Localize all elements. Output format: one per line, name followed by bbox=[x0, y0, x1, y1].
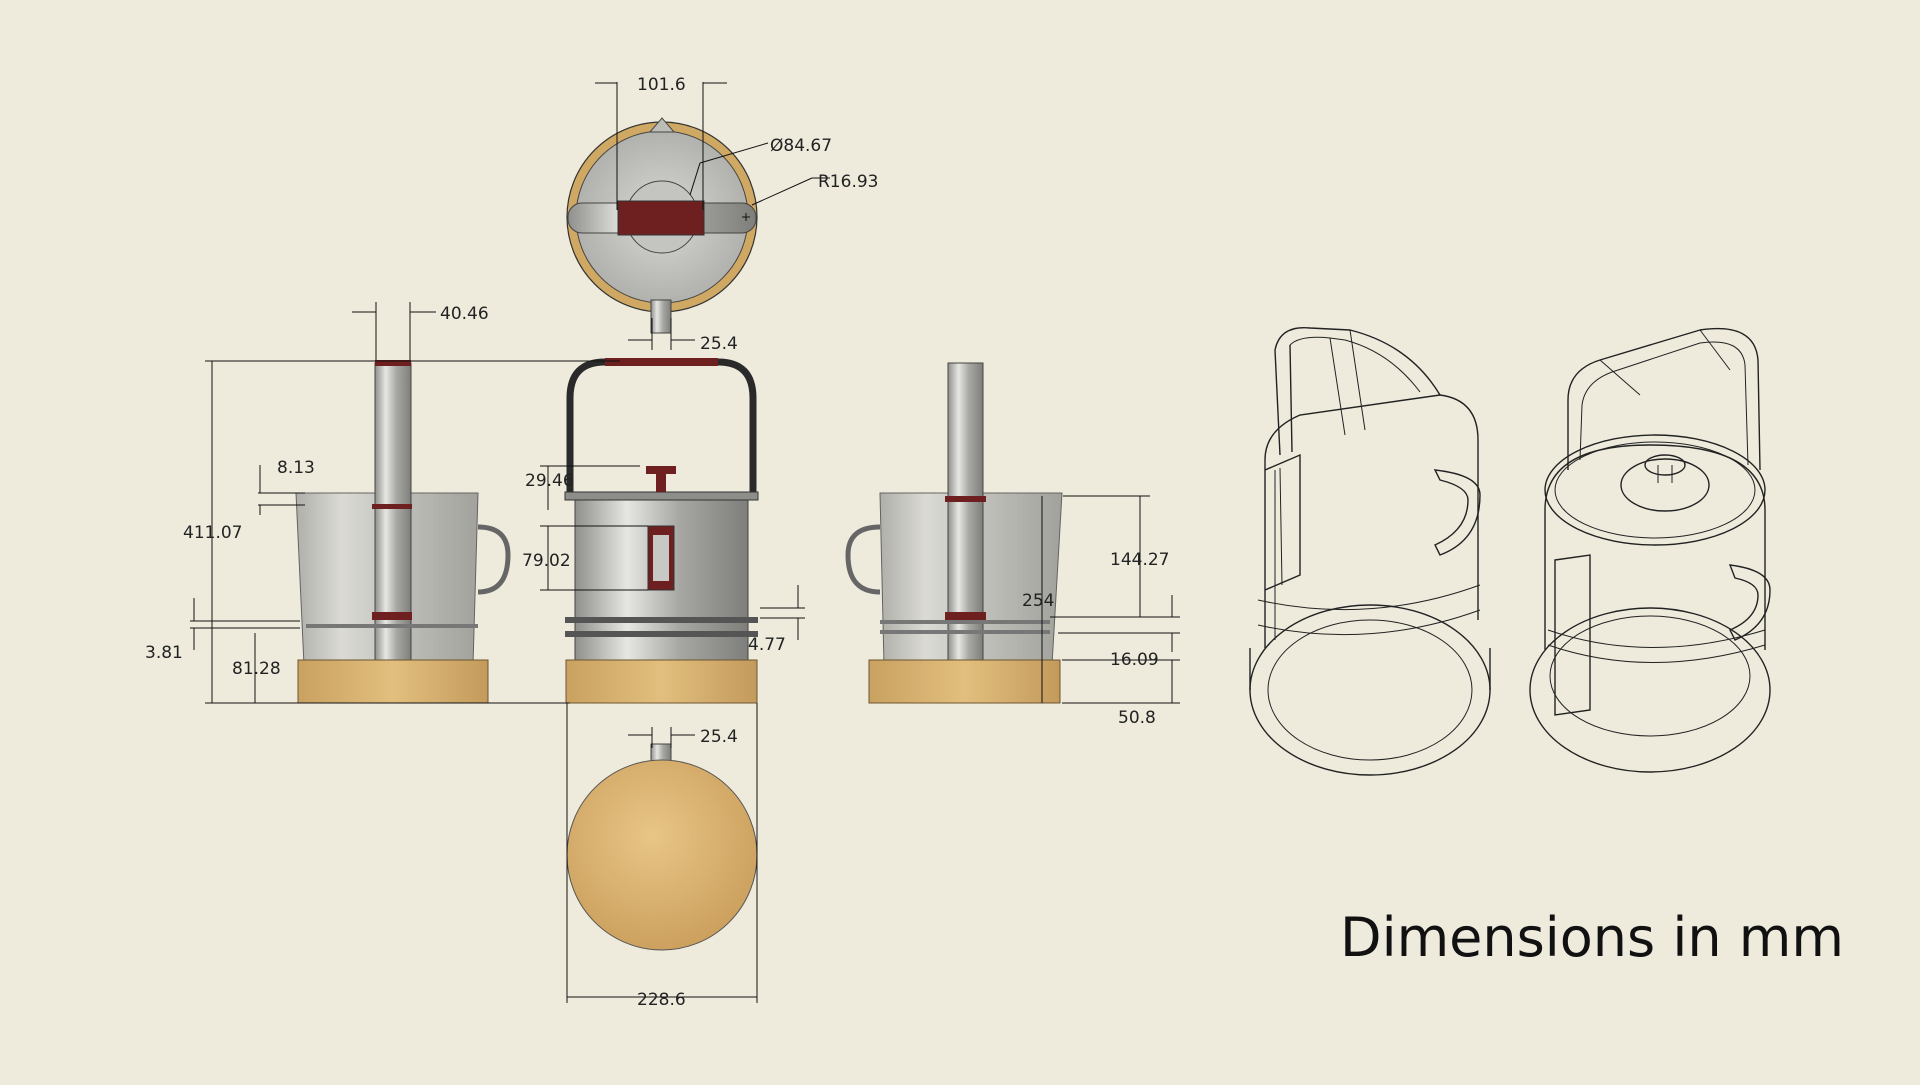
dim-band-height: 16.09 bbox=[1110, 650, 1159, 670]
dim-body-height: 144.27 bbox=[1110, 550, 1169, 570]
front-view-base bbox=[565, 659, 758, 704]
dim-gap-height: 3.81 bbox=[145, 643, 183, 663]
bottom-view bbox=[566, 743, 758, 951]
dimension-labels: 101.6 Ø84.67 R16.93 25.4 40.46 8.13 411.… bbox=[145, 75, 1169, 1010]
dim-side-handle-width: 40.46 bbox=[440, 304, 489, 324]
right-view-carry-handle bbox=[947, 362, 984, 661]
left-view-handle-cap bbox=[375, 360, 411, 366]
left-view-base bbox=[297, 659, 489, 704]
top-view-handle-grip bbox=[617, 200, 705, 236]
right-view-band-a bbox=[880, 620, 1050, 624]
dim-base-height-right: 50.8 bbox=[1118, 708, 1156, 728]
left-view-clip-top bbox=[372, 504, 412, 509]
dim-base-diameter: 228.6 bbox=[637, 990, 686, 1010]
dim-knob-height: 29.46 bbox=[525, 471, 574, 491]
right-view bbox=[845, 362, 1063, 704]
top-view bbox=[566, 117, 758, 334]
right-view-side-handle bbox=[845, 524, 881, 595]
right-view-band-b bbox=[880, 630, 1050, 634]
front-view-window-glass bbox=[653, 535, 669, 581]
front-view-knob-stem bbox=[656, 474, 666, 492]
right-view-clip-top bbox=[945, 496, 986, 502]
right-view-clip-bottom bbox=[945, 612, 986, 622]
isometric-view-2 bbox=[1529, 327, 1771, 773]
left-view-band bbox=[306, 624, 478, 628]
top-view-spout bbox=[648, 117, 676, 133]
units-caption: Dimensions in mm bbox=[1340, 906, 1844, 969]
isometric-view-1 bbox=[1249, 326, 1491, 776]
dimension-lines bbox=[190, 82, 1180, 1003]
front-view-band-top bbox=[565, 617, 758, 623]
front-view-rim bbox=[564, 491, 759, 501]
front-view-band-bottom bbox=[565, 631, 758, 637]
dim-spout-width-top: 25.4 bbox=[700, 334, 738, 354]
dim-base-height-left: 81.28 bbox=[232, 659, 281, 679]
dim-window-height: 79.02 bbox=[522, 551, 571, 571]
dim-rim-height: 8.13 bbox=[277, 458, 315, 478]
left-view bbox=[295, 360, 511, 704]
right-view-base bbox=[868, 659, 1061, 704]
dim-top-width: 101.6 bbox=[637, 75, 686, 95]
dim-handle-radius: R16.93 bbox=[818, 172, 878, 192]
left-view-side-handle bbox=[477, 524, 511, 595]
front-view bbox=[564, 358, 759, 704]
top-view-side-handle bbox=[650, 299, 672, 334]
dim-band-small: 4.77 bbox=[748, 635, 786, 655]
left-view-clip-bottom bbox=[372, 612, 412, 620]
dim-body-total: 254 bbox=[1022, 591, 1054, 611]
dim-overall-height: 411.07 bbox=[183, 523, 242, 543]
dim-spout-width-bottom: 25.4 bbox=[700, 727, 738, 747]
dim-lid-diameter: Ø84.67 bbox=[770, 136, 832, 156]
front-view-knob bbox=[646, 466, 676, 474]
bottom-view-base bbox=[566, 759, 758, 951]
